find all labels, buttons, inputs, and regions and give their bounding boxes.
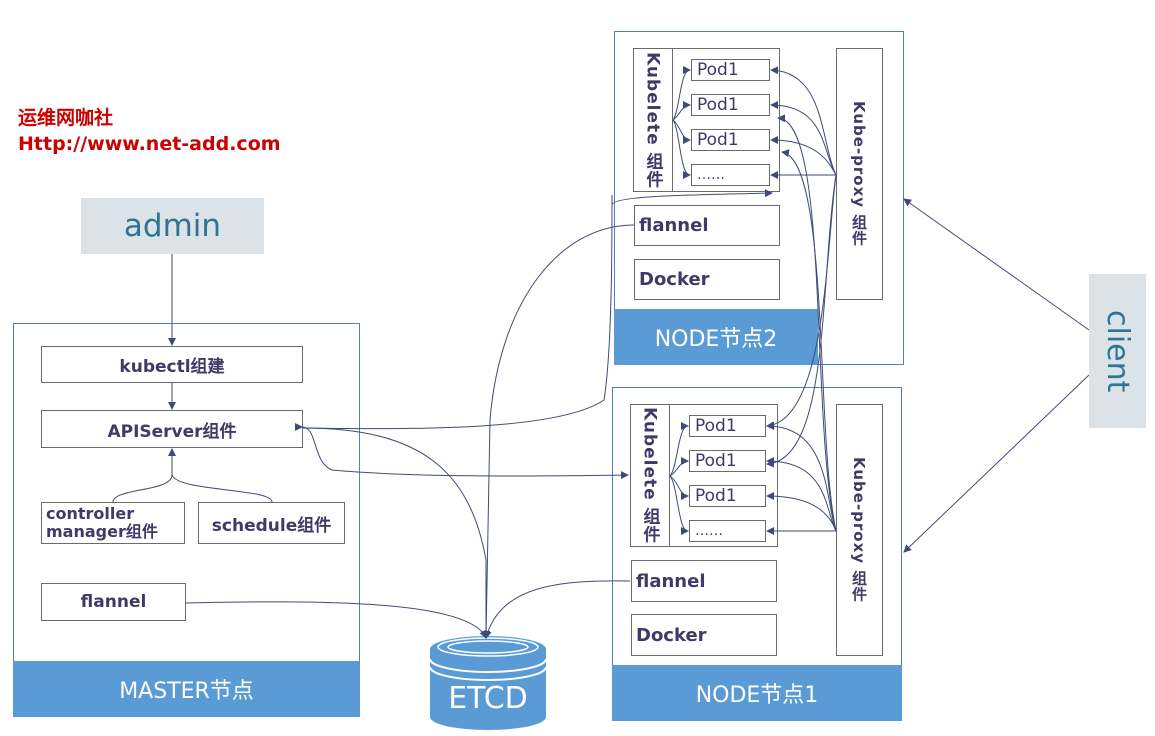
node1-pod-3: Pod1 — [689, 485, 766, 507]
master-banner-label: MASTER节点 — [119, 679, 254, 704]
master-banner: MASTER节点 — [13, 661, 360, 717]
node2-kubeproxy-label: Kube-proxy 组件 — [850, 101, 868, 247]
node2-pod-2: Pod1 — [691, 94, 770, 116]
node1-pod-more: …… — [689, 520, 766, 542]
admin-box: admin — [81, 198, 264, 254]
master-flannel-box: flannel — [41, 583, 186, 621]
node1-kubeproxy-box: Kube-proxy 组件 — [836, 404, 883, 656]
node1-docker-box: Docker — [631, 614, 777, 656]
node1-pod-3-label: Pod1 — [695, 486, 737, 506]
kubectl-label: kubectl组建 — [119, 357, 225, 377]
apiserver-box: APIServer组件 — [41, 410, 303, 448]
client-box: client — [1089, 274, 1146, 428]
node1-pod-2-label: Pod1 — [695, 451, 737, 471]
node2-kubeproxy-box: Kube-proxy 组件 — [836, 48, 883, 300]
client-to-node1-line — [903, 374, 1090, 553]
node1-flannel-label: flannel — [636, 570, 706, 592]
node2-kubelet-box: Kubelete 组件 — [633, 48, 673, 192]
node1-banner: NODE节点1 — [612, 665, 902, 721]
node1-flannel-box: flannel — [631, 560, 777, 602]
node1-pod-more-label: …… — [695, 523, 723, 539]
node2-pod-more-label: …… — [697, 167, 725, 183]
node2-banner-label: NODE节点2 — [654, 327, 778, 352]
kubectl-box: kubectl组建 — [41, 346, 303, 383]
node2-pod-3: Pod1 — [691, 129, 770, 151]
etcd-label: ETCD — [448, 681, 528, 716]
node1-kubelet-box: Kubelete 组件 — [630, 404, 670, 547]
watermark-url: Http://www.net-add.com — [18, 133, 281, 155]
node1-kubelet-label: Kubelete 组件 — [639, 407, 660, 544]
node2-pod-1-label: Pod1 — [697, 60, 739, 80]
admin-label: admin — [123, 208, 222, 244]
node2-flannel-box: flannel — [634, 205, 780, 246]
node2-kubelet-label: Kubelete 组件 — [642, 51, 663, 189]
node1-docker-label: Docker — [636, 624, 707, 646]
node1-kubeproxy-label: Kube-proxy 组件 — [850, 457, 868, 603]
node1-flannel-to-etcd-line — [483, 580, 631, 639]
node2-pod-more: …… — [691, 164, 770, 186]
node2-banner: NODE节点2 — [614, 309, 818, 365]
apiserver-label: APIServer组件 — [107, 421, 237, 442]
node1-pod-2: Pod1 — [689, 450, 766, 472]
node1-pod-1: Pod1 — [689, 415, 766, 437]
master-flannel-label: flannel — [80, 592, 147, 612]
node2-pod-3-label: Pod1 — [697, 130, 739, 150]
node2-docker-box: Docker — [634, 259, 780, 300]
node2-pod-1: Pod1 — [691, 59, 770, 81]
client-label: client — [1100, 309, 1135, 393]
client-to-node2-line — [903, 198, 1090, 331]
controller-manager-box: controller manager组件 — [41, 502, 185, 544]
schedule-box: schedule组件 — [198, 502, 345, 544]
node1-banner-label: NODE节点1 — [695, 683, 819, 708]
node2-flannel-label: flannel — [639, 215, 709, 236]
node2-pod-2-label: Pod1 — [697, 95, 739, 115]
node1-pod-1-label: Pod1 — [695, 416, 737, 436]
etcd-cylinder — [429, 636, 547, 730]
controller-manager-label: controller manager组件 — [46, 504, 158, 541]
watermark-title: 运维网咖社 — [18, 107, 114, 129]
node2-docker-label: Docker — [639, 269, 710, 290]
schedule-label: schedule组件 — [211, 515, 332, 536]
